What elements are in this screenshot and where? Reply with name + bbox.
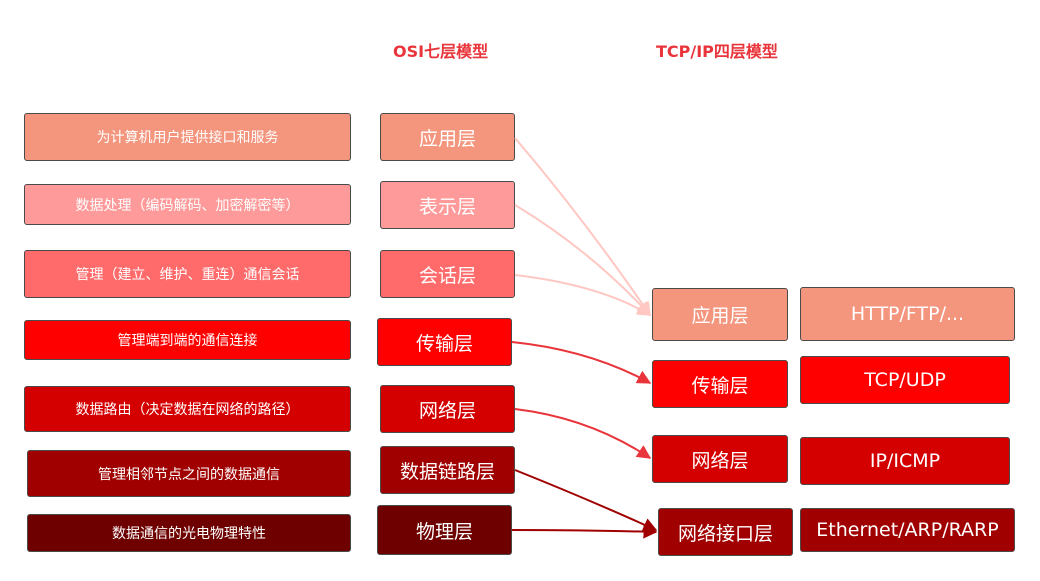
arrow-presentation-to-application	[514, 204, 651, 317]
osi-layer-transport: 传输层	[377, 318, 512, 366]
tcpip-protocols-network: IP/ICMP	[800, 437, 1010, 485]
osi-model-title: OSI七层模型	[393, 42, 489, 61]
tcpip-model-title: TCP/IP四层模型	[656, 42, 778, 61]
osi-layer-datalink: 数据链路层	[380, 446, 515, 494]
osi-desc-application: 为计算机用户提供接口和服务	[24, 113, 351, 161]
osi-desc-transport: 管理端到端的通信连接	[24, 320, 351, 360]
osi-layer-application: 应用层	[380, 113, 515, 161]
osi-layer-session: 会话层	[380, 250, 515, 298]
tcpip-layer-application: 应用层	[652, 288, 788, 341]
arrow-network-to-network	[514, 408, 652, 459]
osi-desc-presentation: 数据处理（编码解码、加密解密等）	[24, 184, 351, 225]
arrow-transport-to-transport	[511, 341, 652, 384]
tcpip-layer-transport: 传输层	[652, 360, 788, 408]
tcpip-protocols-application: HTTP/FTP/...	[800, 287, 1015, 341]
osi-layer-network: 网络层	[380, 385, 515, 433]
tcpip-layer-network: 网络层	[652, 435, 788, 483]
osi-desc-session: 管理（建立、维护、重连）通信会话	[24, 250, 351, 298]
osi-layer-physical: 物理层	[377, 505, 512, 555]
arrow-application-to-application	[514, 137, 651, 317]
tcpip-protocols-transport: TCP/UDP	[800, 356, 1010, 404]
arrow-physical-to-network-interface	[511, 524, 658, 539]
tcpip-layer-network-interface: 网络接口层	[658, 508, 793, 556]
arrow-datalink-to-network-interface	[514, 469, 658, 532]
osi-layer-presentation: 表示层	[380, 181, 515, 229]
arrow-session-to-application	[514, 274, 652, 316]
osi-desc-physical: 数据通信的光电物理特性	[27, 514, 351, 552]
tcpip-protocols-network-interface: Ethernet/ARP/RARP	[800, 508, 1015, 552]
osi-desc-datalink: 管理相邻节点之间的数据通信	[27, 450, 351, 497]
osi-desc-network: 数据路由（决定数据在网络的路径）	[24, 386, 351, 432]
